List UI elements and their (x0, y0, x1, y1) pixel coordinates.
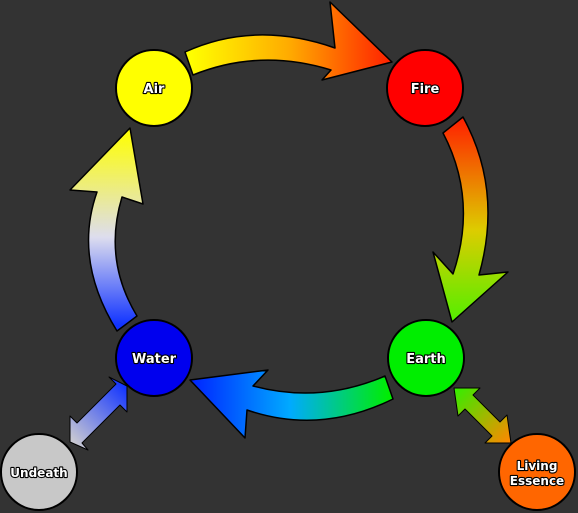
node-living-essence: Living Essence (498, 433, 576, 511)
node-water: Water (115, 319, 193, 397)
node-air: Air (115, 49, 193, 127)
node-undeath: Undeath (0, 433, 78, 511)
arrow-fire-to-earth (432, 116, 509, 323)
arrow-water-to-air (69, 127, 144, 332)
node-living-essence-label-line2: Essence (510, 474, 564, 488)
node-water-label: Water (132, 352, 177, 367)
node-fire: Fire (386, 49, 464, 127)
node-fire-label: Fire (411, 82, 440, 97)
node-air-label: Air (144, 82, 166, 97)
node-earth-label: Earth (406, 352, 446, 367)
node-earth: Earth (387, 319, 465, 397)
arrow-earth-to-water (189, 369, 394, 439)
arrow-air-to-fire (184, 1, 393, 81)
node-living-essence-label-line1: Living (517, 459, 558, 473)
double-arrow-earth-living-essence (453, 387, 512, 444)
node-undeath-label: Undeath (10, 466, 67, 480)
